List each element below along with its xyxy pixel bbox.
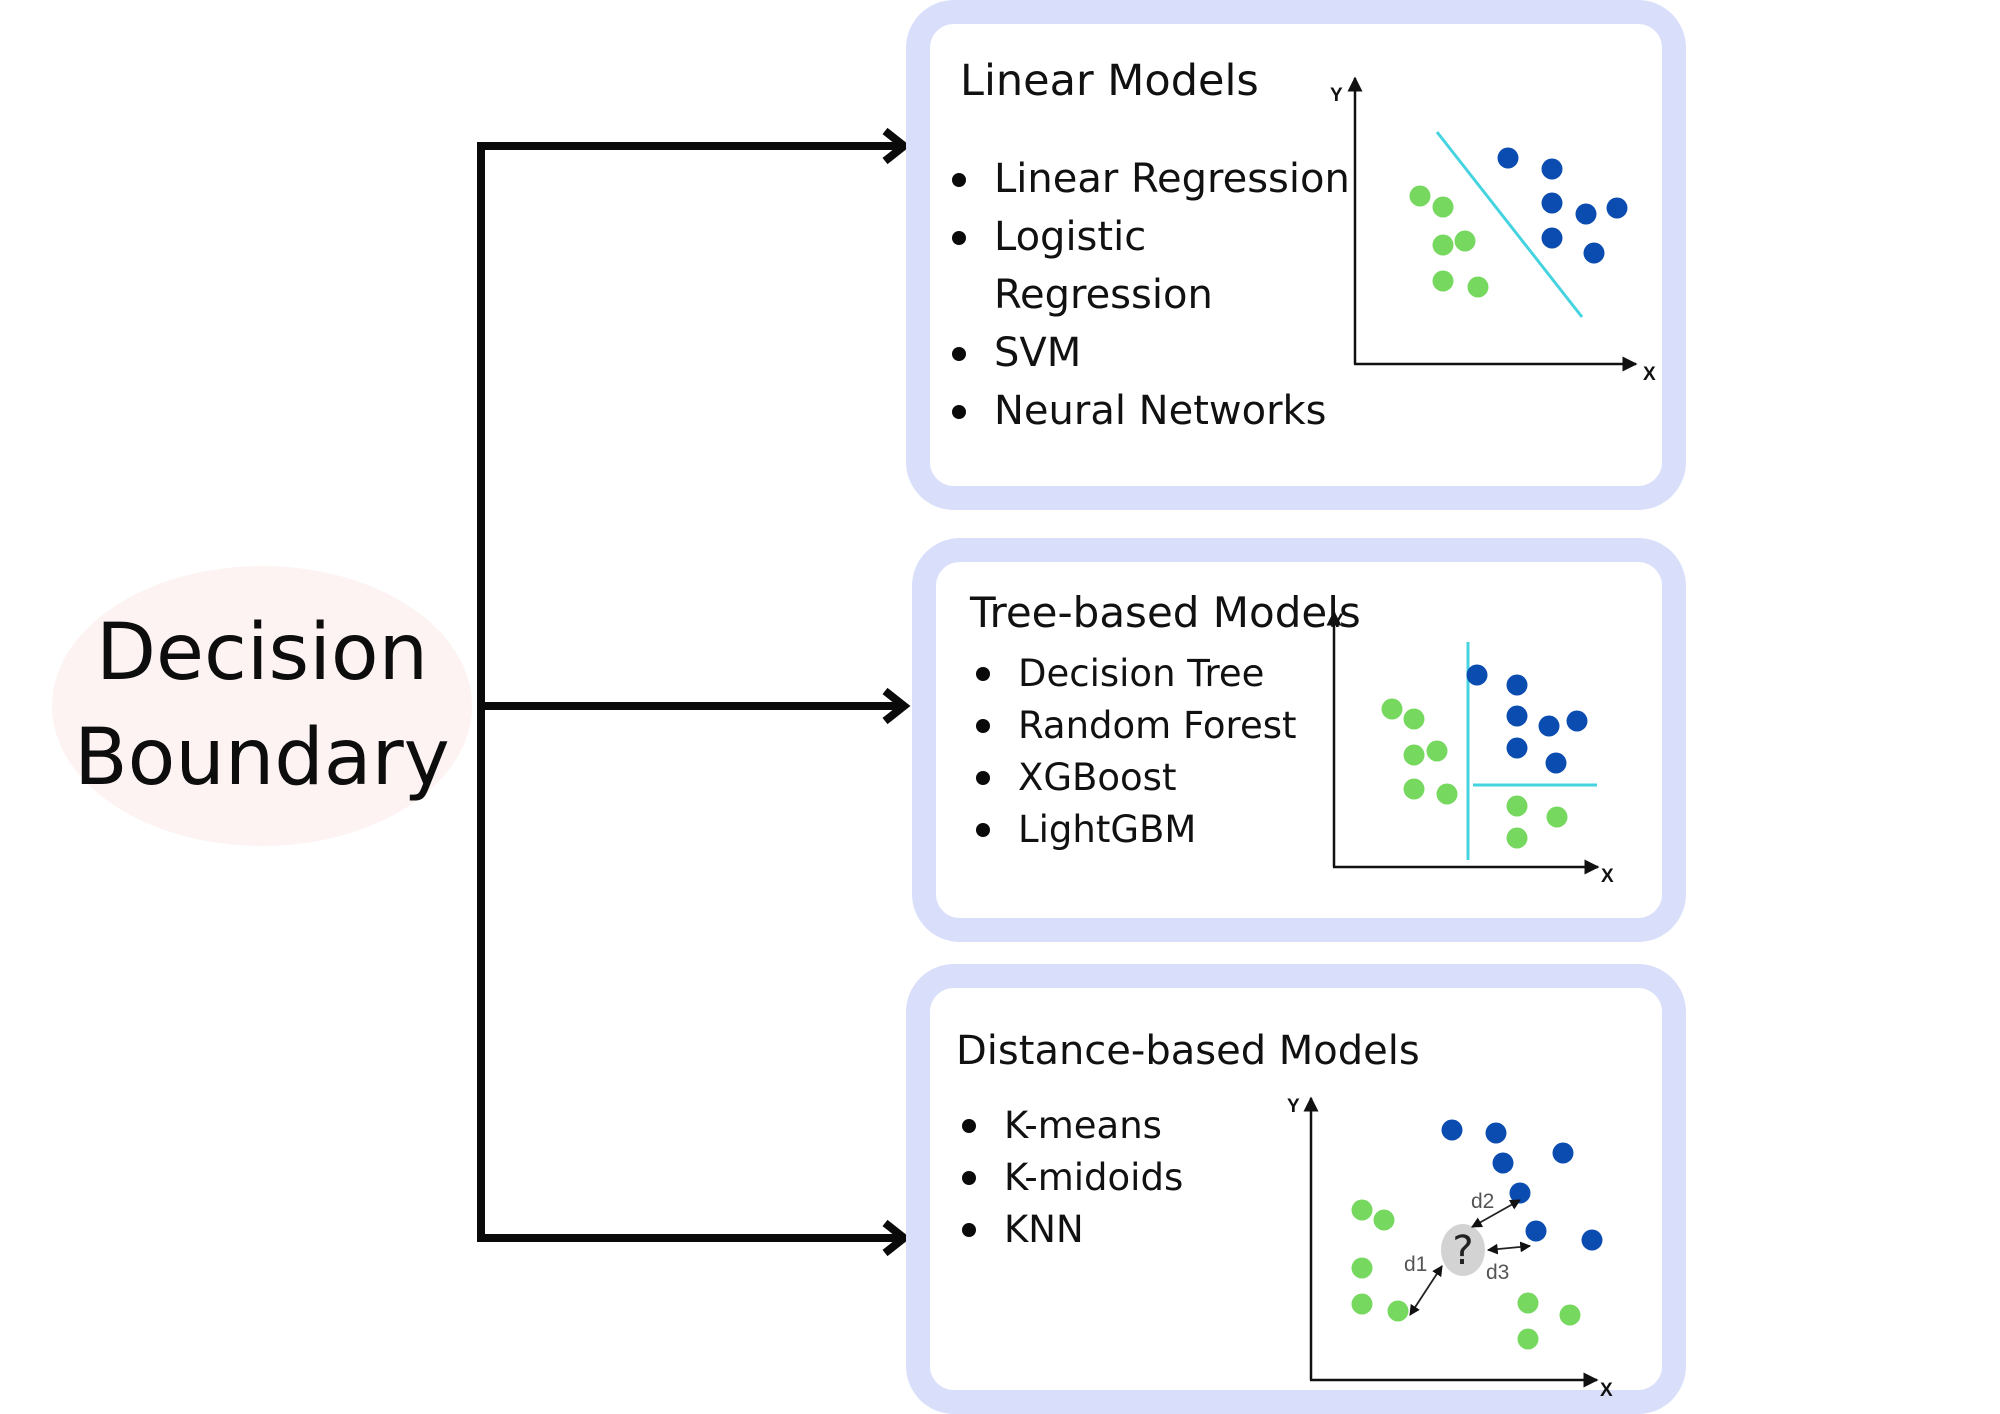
card-linear-models: Linear Models Linear Regression Logistic… [906,0,1686,510]
class-a-point [1506,795,1528,817]
class-b-point [1466,664,1488,686]
class-b-point [1506,674,1528,696]
class-a-point [1373,1209,1395,1231]
list-item: KNN [958,1204,1358,1256]
class-b-point [1541,158,1563,180]
list-item: Linear Regression [948,150,1368,208]
linear-plot: Y X [1330,76,1656,385]
distance-label-d2: d2 [1471,1190,1494,1213]
root-label-line2: Boundary [74,713,450,803]
list-item: SVM [948,324,1368,382]
class-b-point [1583,242,1605,264]
class-a-point [1403,778,1425,800]
connector-arrowhead-tree [882,687,911,725]
class-b-point [1541,192,1563,214]
class-a-point [1517,1328,1539,1350]
class-a-point [1432,234,1454,256]
y-axis-label: Y [1331,611,1344,632]
distance-arrow-d1 [1409,1265,1443,1316]
card-distance-based-models: Distance-based Models K-means K-midoids … [906,964,1686,1414]
class-b-point [1485,1122,1507,1144]
class-a-point [1403,744,1425,766]
distance-arrow-d3 [1486,1241,1532,1255]
list-item: K-midoids [958,1152,1358,1204]
connector-arrowhead-distance [882,1219,911,1257]
class-a-point [1506,827,1528,849]
y-axis-label: Y [1330,85,1343,106]
list-item: Logistic Regression [948,208,1213,324]
class-a-point [1517,1292,1539,1314]
list-item: Random Forest [972,700,1372,752]
distance-model-list: K-means K-midoids KNN [958,1100,1358,1256]
class-b-point [1545,752,1567,774]
class-a-point [1351,1257,1373,1279]
distance-plot-points [1351,1119,1603,1350]
query-point [1441,1224,1485,1276]
class-b-point [1541,227,1563,249]
class-a-point [1381,698,1403,720]
tree-plot-points [1381,664,1588,849]
linear-plot-points [1409,147,1628,298]
list-item: Decision Tree [972,648,1372,700]
class-b-point [1509,1182,1531,1204]
class-a-point [1454,230,1476,252]
card-title-linear: Linear Models [960,56,1259,106]
root-label-line1: Decision [95,607,429,698]
connector-arrowhead-linear [882,127,911,165]
class-b-point [1506,705,1528,727]
class-a-point [1436,783,1458,805]
tree-model-list: Decision Tree Random Forest XGBoost Ligh… [972,648,1372,856]
class-a-point [1351,1293,1373,1315]
class-a-point [1403,708,1425,730]
y-axis-label: Y [1287,1096,1300,1117]
class-b-point [1506,737,1528,759]
distance-label-d1: d1 [1404,1253,1427,1276]
class-a-point [1559,1304,1581,1326]
distance-plot: Y X ? d1 d2 d3 [1287,1096,1613,1401]
class-b-point [1552,1142,1574,1164]
x-axis-label: X [1600,1380,1613,1401]
class-a-point [1351,1199,1373,1221]
class-a-point [1426,740,1448,762]
distance-arrow-d2 [1471,1199,1521,1228]
card-title-tree: Tree-based Models [970,588,1361,637]
class-b-point [1606,197,1628,219]
list-item: Neural Networks [948,382,1368,440]
class-b-point [1525,1220,1547,1242]
class-b-point [1575,203,1597,225]
class-a-point [1432,196,1454,218]
linear-model-list: Linear Regression Logistic Regression SV… [948,150,1368,440]
card-title-distance: Distance-based Models [956,1028,1420,1074]
x-axis-label: X [1601,866,1614,887]
class-a-point [1467,276,1489,298]
x-axis-label: X [1643,364,1656,385]
class-a-point [1546,806,1568,828]
class-b-point [1538,715,1560,737]
class-b-point [1566,710,1588,732]
class-b-point [1581,1229,1603,1251]
tree-plot: Y X [1326,610,1614,887]
class-a-point [1387,1300,1409,1322]
class-a-point [1432,270,1454,292]
root-node-decision-boundary: Decision Boundary [52,566,472,846]
decision-boundary-line [1435,131,1584,318]
class-b-point [1492,1152,1514,1174]
list-item: LightGBM [972,804,1372,856]
class-b-point [1497,147,1519,169]
class-b-point [1441,1119,1463,1141]
query-point-label: ? [1452,1228,1473,1274]
card-tree-based-models: Tree-based Models Decision Tree Random F… [912,538,1686,942]
class-a-point [1409,185,1431,207]
list-item: XGBoost [972,752,1372,804]
distance-label-d3: d3 [1486,1261,1509,1284]
list-item: K-means [958,1100,1358,1152]
